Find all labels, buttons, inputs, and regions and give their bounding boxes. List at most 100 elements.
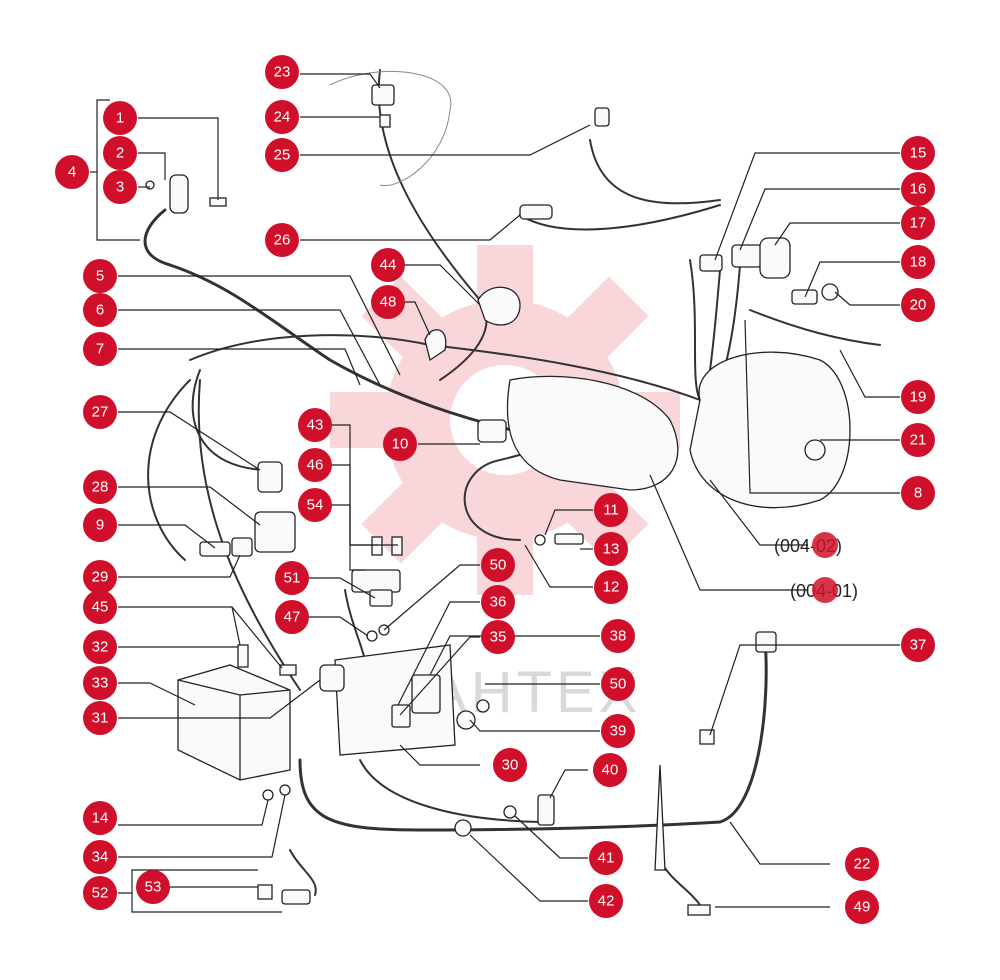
callout-41: 41 [589, 841, 623, 875]
washer-11 [534, 534, 546, 546]
starter-motor [506, 375, 679, 491]
battery-33 [177, 664, 291, 781]
svg-text:9: 9 [96, 517, 104, 534]
svg-text:11: 11 [603, 502, 619, 519]
svg-text:33: 33 [92, 675, 109, 692]
nut-3 [145, 180, 155, 190]
svg-text:52: 52 [92, 885, 109, 902]
clamp-48 [424, 329, 447, 362]
callout-50-upper: 50 [481, 548, 515, 582]
svg-text:22: 22 [854, 856, 871, 873]
terminal-2 [169, 174, 189, 214]
svg-text:17: 17 [910, 215, 927, 232]
svg-text:35: 35 [490, 629, 507, 646]
probe-22 [654, 764, 666, 871]
washer-41 [503, 805, 517, 819]
callout-48: 48 [371, 285, 405, 319]
svg-text:44: 44 [380, 257, 397, 274]
callout-35: 35 [481, 620, 515, 654]
mounting-plate-30 [334, 644, 456, 756]
callout-21: 21 [901, 423, 935, 457]
callout-12: 12 [594, 570, 628, 604]
callout-39: 39 [601, 714, 635, 748]
callout-15: 15 [901, 136, 935, 170]
svg-text:26: 26 [274, 232, 291, 249]
callout-54: 54 [298, 488, 332, 522]
svg-text:41: 41 [598, 850, 615, 867]
callout-14: 14 [83, 801, 117, 835]
svg-text:8: 8 [914, 485, 922, 502]
svg-text:21: 21 [910, 432, 927, 449]
svg-text:37: 37 [910, 637, 927, 654]
clamp-44 [477, 286, 521, 326]
svg-text:24: 24 [274, 109, 291, 126]
bolt-42 [454, 819, 472, 837]
callout-45: 45 [83, 590, 117, 624]
svg-text:16: 16 [910, 181, 927, 198]
callout-23: 23 [265, 55, 299, 89]
svg-text:31: 31 [92, 710, 109, 727]
svg-text:3: 3 [116, 179, 124, 196]
connector-49 [687, 904, 711, 916]
svg-text:28: 28 [92, 479, 109, 496]
callout-52: 52 [83, 876, 117, 910]
svg-text:15: 15 [910, 145, 927, 162]
svg-text:43: 43 [307, 417, 324, 434]
callout-28: 28 [83, 470, 117, 504]
parts [145, 70, 851, 916]
relay-15 [699, 254, 723, 272]
svg-text:19: 19 [910, 389, 927, 406]
callout-2: 2 [103, 136, 137, 170]
callout-11: 11 [594, 493, 628, 527]
callout-32: 32 [83, 630, 117, 664]
solenoid-17 [759, 237, 791, 279]
svg-text:32: 32 [92, 639, 109, 656]
svg-text:40: 40 [602, 762, 619, 779]
svg-text:54: 54 [307, 497, 324, 514]
svg-text:45: 45 [92, 599, 109, 616]
clip-40 [537, 794, 555, 826]
relay-36 [391, 704, 411, 728]
svg-text:27: 27 [92, 404, 109, 421]
callout-1: 1 [103, 101, 137, 135]
callout-4: 4 [55, 155, 89, 189]
leader-lines [90, 73, 900, 913]
fuse-53 [257, 884, 273, 900]
svg-text:46: 46 [307, 457, 324, 474]
callout-44: 44 [371, 248, 405, 282]
fuse-46 [391, 536, 403, 556]
bolt-14 [262, 789, 274, 801]
callout-46: 46 [298, 448, 332, 482]
callout-25: 25 [265, 138, 299, 172]
svg-text:39: 39 [610, 723, 627, 740]
svg-text:29: 29 [92, 569, 109, 586]
svg-text:4: 4 [68, 164, 76, 181]
callout-6: 6 [83, 293, 117, 327]
clamp-10 [477, 419, 507, 443]
callout-26: 26 [265, 223, 299, 257]
callout-19: 19 [901, 380, 935, 414]
harness-cables [143, 69, 881, 906]
callout-43: 43 [298, 408, 332, 442]
connector-51 [369, 589, 393, 607]
fuse-link-52 [281, 889, 311, 905]
callout-27: 27 [83, 395, 117, 429]
plug-37 [755, 631, 777, 653]
callout-5: 5 [83, 259, 117, 293]
callout-17: 17 [901, 206, 935, 240]
svg-text:5: 5 [96, 268, 104, 285]
svg-text:42: 42 [598, 893, 615, 910]
svg-text:36: 36 [490, 594, 507, 611]
svg-text:2: 2 [116, 145, 124, 162]
stud-39 [456, 710, 476, 730]
washer-47 [366, 630, 378, 642]
sensor-23 [371, 84, 395, 106]
washer-34 [279, 784, 291, 796]
svg-text:18: 18 [910, 254, 927, 271]
callout-50-lower: 50 [601, 667, 635, 701]
callouts: 1 2 3 4 5 6 7 8 9 10 11 12 13 14 15 16 1… [55, 55, 935, 924]
callout-29: 29 [83, 560, 117, 594]
callout-49: 49 [845, 890, 879, 924]
